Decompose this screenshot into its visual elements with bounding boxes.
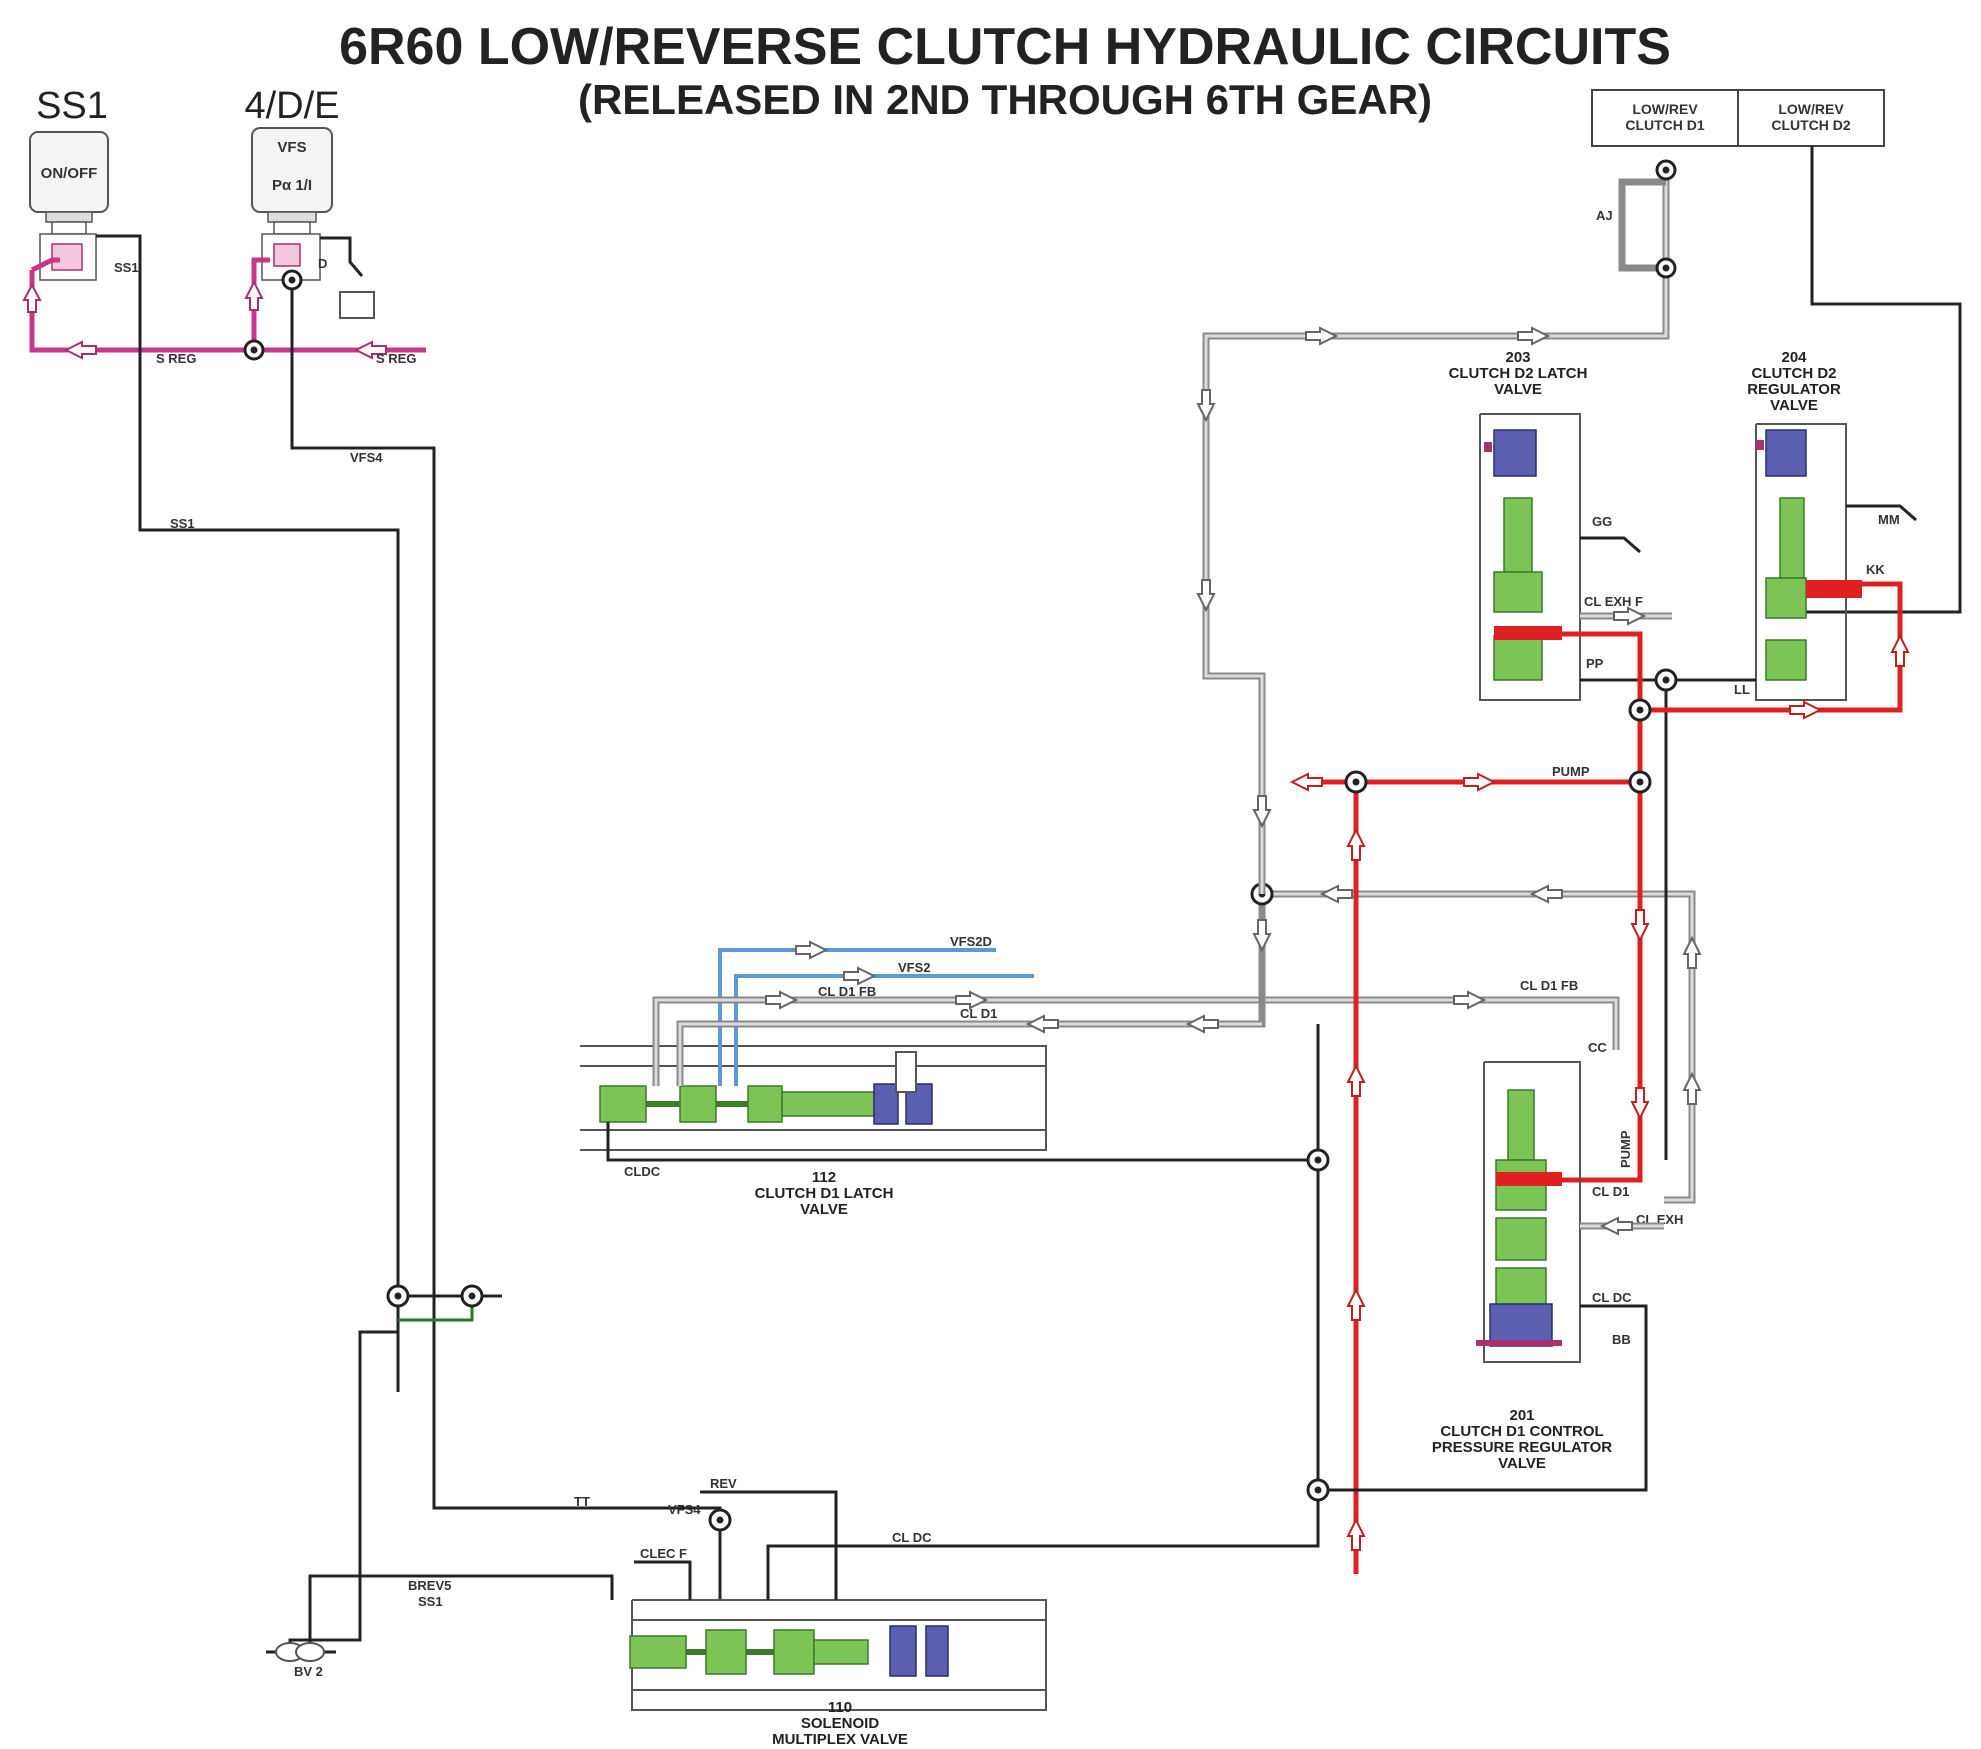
valve-110: 110 SOLENOID MULTIPLEX VALVE REV CLEC F … bbox=[629, 1476, 1320, 1748]
valve-204-line2: REGULATOR bbox=[1747, 381, 1841, 398]
label-cl-d1-a: CL D1 bbox=[960, 1006, 997, 1021]
label-ss1-c: SS1 bbox=[418, 1594, 443, 1609]
label-aj: AJ bbox=[1596, 208, 1613, 223]
valve-203: 203 CLUTCH D2 LATCH VALVE GG CL EXH F PP bbox=[1449, 349, 1672, 701]
pump-circuit: PUMP PUMP bbox=[1289, 581, 1910, 1574]
label-sreg-a: S REG bbox=[156, 351, 196, 366]
left-junctions bbox=[288, 1284, 502, 1656]
diagram-subtitle: (RELEASED IN 2ND THROUGH 6TH GEAR) bbox=[578, 76, 1432, 123]
label-pp: PP bbox=[1586, 656, 1604, 671]
label-rev: REV bbox=[710, 1476, 737, 1491]
vfs2-circuit: VFS2D VFS2 bbox=[718, 934, 1034, 1086]
valve-112-line1: CLUTCH D1 LATCH bbox=[755, 1185, 894, 1202]
label-vfs4-b: VFS4 bbox=[668, 1502, 701, 1517]
label-tt: TT bbox=[574, 1494, 590, 1509]
clutch-d2-line1: LOW/REV bbox=[1778, 101, 1844, 117]
valve-110-line1: SOLENOID bbox=[801, 1715, 880, 1732]
label-vfs2: VFS2 bbox=[898, 960, 931, 975]
valve-201-line1: CLUTCH D1 CONTROL bbox=[1440, 1423, 1603, 1440]
clutch-d2-line2: CLUTCH D2 bbox=[1771, 117, 1851, 133]
valve-201-number: 201 bbox=[1509, 1407, 1534, 1424]
valve-204: 204 CLUTCH D2 REGULATOR VALVE MM KK LL bbox=[1734, 349, 1917, 701]
label-cldc: CLDC bbox=[624, 1164, 661, 1179]
clutch-d1-box: LOW/REV CLUTCH D1 bbox=[1591, 89, 1739, 147]
solenoid-vfs4-type2: Pα 1/I bbox=[272, 177, 312, 194]
valve-201-line3: VALVE bbox=[1498, 1455, 1546, 1472]
label-cl-dc-b: CL DC bbox=[1592, 1290, 1632, 1305]
solenoid-vfs4-title: 4/D/E bbox=[244, 85, 339, 127]
label-ss1-a: SS1 bbox=[114, 260, 139, 275]
valve-110-number: 110 bbox=[828, 1699, 852, 1716]
label-bb: BB bbox=[1612, 1332, 1631, 1347]
label-cl-dc-a: CL DC bbox=[892, 1530, 932, 1545]
solenoid-ss1-title: SS1 bbox=[36, 85, 108, 127]
bv2-circuit: BV 2 BREV5 SS1 bbox=[266, 1574, 614, 1679]
clutch-d1-line1: LOW/REV bbox=[1632, 101, 1698, 117]
label-bv2: BV 2 bbox=[294, 1664, 323, 1679]
label-pump-b: PUMP bbox=[1618, 1130, 1633, 1168]
vfs4-circuit: D VFS4 TT bbox=[281, 236, 722, 1600]
latch-feed-circuit: AJ bbox=[1196, 159, 1677, 953]
valve-204-line3: VALVE bbox=[1770, 397, 1818, 414]
label-ss1-b: SS1 bbox=[170, 516, 195, 531]
valve-203-line1: CLUTCH D2 LATCH bbox=[1449, 365, 1588, 382]
clutch-d2-circuit bbox=[1806, 146, 1962, 614]
label-ll: LL bbox=[1734, 682, 1750, 697]
solenoid-ss1-type: ON/OFF bbox=[41, 165, 98, 182]
label-pump-a: PUMP bbox=[1552, 764, 1590, 779]
valve-112-number: 112 bbox=[812, 1169, 836, 1186]
cl-d1-circuits: CL D1 FB CL D1 FB CL D1 bbox=[652, 690, 1702, 1204]
ss1-circuit: SS1 SS1 bbox=[96, 234, 400, 1392]
label-gg: GG bbox=[1592, 514, 1612, 529]
pp-ll-circuit bbox=[1580, 668, 1756, 1160]
clutch-d2-box: LOW/REV CLUTCH D2 bbox=[1737, 89, 1885, 147]
label-cl-d1-fb-a: CL D1 FB bbox=[818, 984, 876, 999]
valve-204-line1: CLUTCH D2 bbox=[1752, 365, 1837, 382]
label-kk: KK bbox=[1866, 562, 1885, 577]
solenoid-ss1: SS1 ON/OFF bbox=[29, 85, 109, 281]
valve-203-line2: VALVE bbox=[1494, 381, 1542, 398]
cl-dc-circuit bbox=[1306, 1024, 1330, 1502]
clutch-d1-line2: CLUTCH D1 bbox=[1625, 117, 1705, 133]
label-d: D bbox=[318, 256, 327, 271]
valve-204-number: 204 bbox=[1781, 349, 1807, 366]
label-cl-d1-b: CL D1 bbox=[1592, 1184, 1629, 1199]
sreg-circuit: S REG S REG bbox=[22, 257, 426, 366]
valve-203-number: 203 bbox=[1505, 349, 1530, 366]
valve-201: CC CL D1 CL EXH CL DC BB 201 CLUTCH D1 C… bbox=[1318, 1040, 1683, 1492]
solenoid-vfs4: 4/D/E VFS Pα 1/I bbox=[244, 85, 375, 319]
label-brev5: BREV5 bbox=[408, 1578, 451, 1593]
label-cc: CC bbox=[1588, 1040, 1607, 1055]
label-cl-d1-fb-b: CL D1 FB bbox=[1520, 978, 1578, 993]
diagram-title: 6R60 LOW/REVERSE CLUTCH HYDRAULIC CIRCUI… bbox=[339, 18, 1671, 76]
valve-201-line2: PRESSURE REGULATOR bbox=[1432, 1439, 1612, 1456]
valve-112-line2: VALVE bbox=[800, 1201, 848, 1218]
label-cl-exh-f: CL EXH F bbox=[1584, 594, 1643, 609]
label-clec-f: CLEC F bbox=[640, 1546, 687, 1561]
valve-110-line2: MULTIPLEX VALVE bbox=[772, 1731, 908, 1748]
label-vfs4-a: VFS4 bbox=[350, 450, 383, 465]
solenoid-vfs4-type1: VFS bbox=[277, 139, 306, 156]
valve-112: CLDC 112 CLUTCH D1 LATCH VALVE bbox=[580, 1045, 1318, 1218]
label-vfs2d: VFS2D bbox=[950, 934, 992, 949]
label-sreg-b: S REG bbox=[376, 351, 416, 366]
label-mm: MM bbox=[1878, 512, 1900, 527]
